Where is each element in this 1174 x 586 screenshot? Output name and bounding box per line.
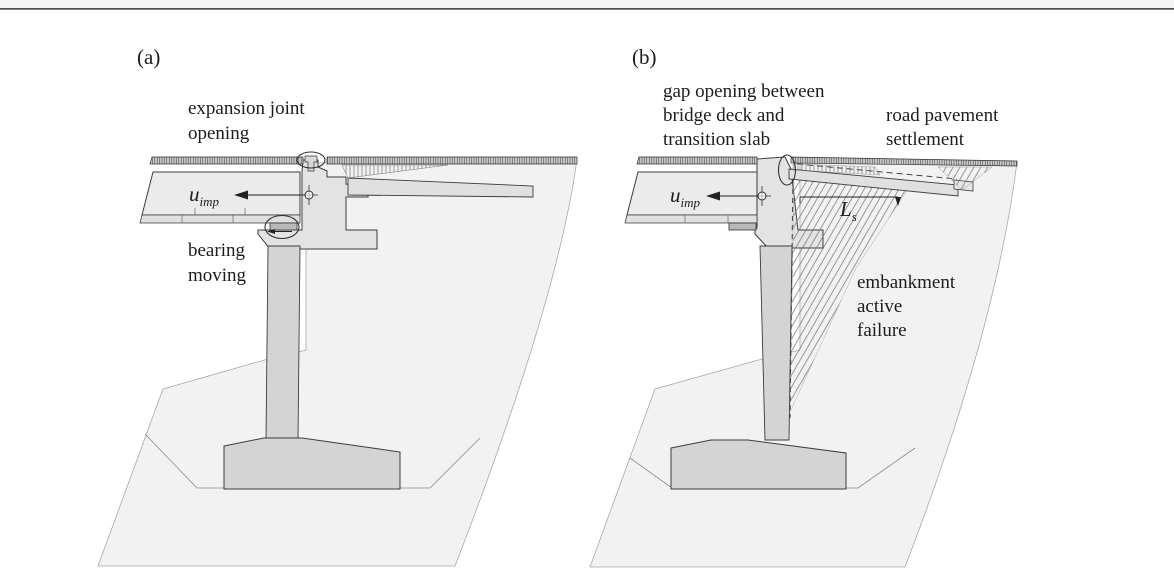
panel-a-tag: (a): [137, 45, 160, 69]
transition-slab: [347, 177, 534, 198]
label-gap-1: gap opening between: [663, 81, 825, 102]
panel-b-tag: (b): [632, 45, 657, 69]
displacement-symbol-a: uimp: [189, 182, 220, 209]
label-embankment-2: active: [857, 296, 902, 317]
embankment-soil: [97, 158, 578, 567]
subbase-hatch: [341, 164, 449, 179]
pavement-strip-approach: [326, 156, 578, 165]
expansion-joint-glyph: [304, 155, 318, 172]
pavement-strip-bridge: [149, 156, 304, 165]
bearing-pad: [728, 222, 757, 231]
displacement-arrow: [706, 191, 758, 201]
bearing-ellipse: [264, 214, 300, 240]
abutment: [257, 159, 378, 250]
label-gap-2: bridge deck and: [663, 105, 785, 126]
deck-seams: [684, 215, 729, 223]
label-pavement-2: settlement: [886, 129, 965, 150]
top-strip: [0, 0, 1174, 8]
deck-seams: [181, 208, 246, 223]
pavement-strip-bridge: [636, 156, 758, 165]
panel-b: (b) gap opening between bridge deck and …: [589, 45, 1018, 568]
label-embankment-1: embankment: [857, 272, 956, 293]
bearing-pad: [269, 222, 298, 231]
bearing-move-arrow: [267, 229, 292, 234]
label-pavement-1: road pavement: [886, 105, 999, 126]
label-bearing-2: moving: [188, 265, 247, 286]
pier-stem: [759, 245, 793, 441]
pavement-strip-settled: [790, 156, 1018, 167]
center-mark-icon: [300, 185, 318, 205]
pier-stem: [265, 245, 301, 441]
label-bearing-1: bearing: [188, 240, 245, 261]
top-rule: [0, 8, 1174, 10]
gap-ellipse: [777, 154, 797, 186]
label-expansion-joint-1: expansion joint: [188, 98, 305, 119]
expansion-joint-ellipse: [296, 151, 326, 169]
displacement-arrow: [234, 190, 305, 200]
panel-a: (a) expansion joint opening bearing movi…: [97, 45, 578, 567]
slab-length-symbol: Ls: [839, 197, 857, 224]
label-expansion-joint-2: opening: [188, 123, 250, 144]
transition-slab-settled: [788, 168, 959, 197]
label-gap-3: transition slab: [663, 129, 770, 150]
deck-soffit-strip: [624, 214, 758, 224]
settlement-hatch-left: [792, 163, 881, 176]
deck-soffit-strip: [139, 214, 301, 224]
center-mark-icon: [753, 186, 771, 206]
footing: [223, 437, 401, 490]
footing: [670, 439, 847, 490]
displacement-symbol-b: uimp: [670, 183, 701, 210]
slab-length-dimension: [799, 196, 901, 206]
settlement-hatch-right: [937, 166, 993, 191]
bridge-deck: [141, 171, 301, 216]
label-embankment-3: failure: [857, 320, 907, 341]
